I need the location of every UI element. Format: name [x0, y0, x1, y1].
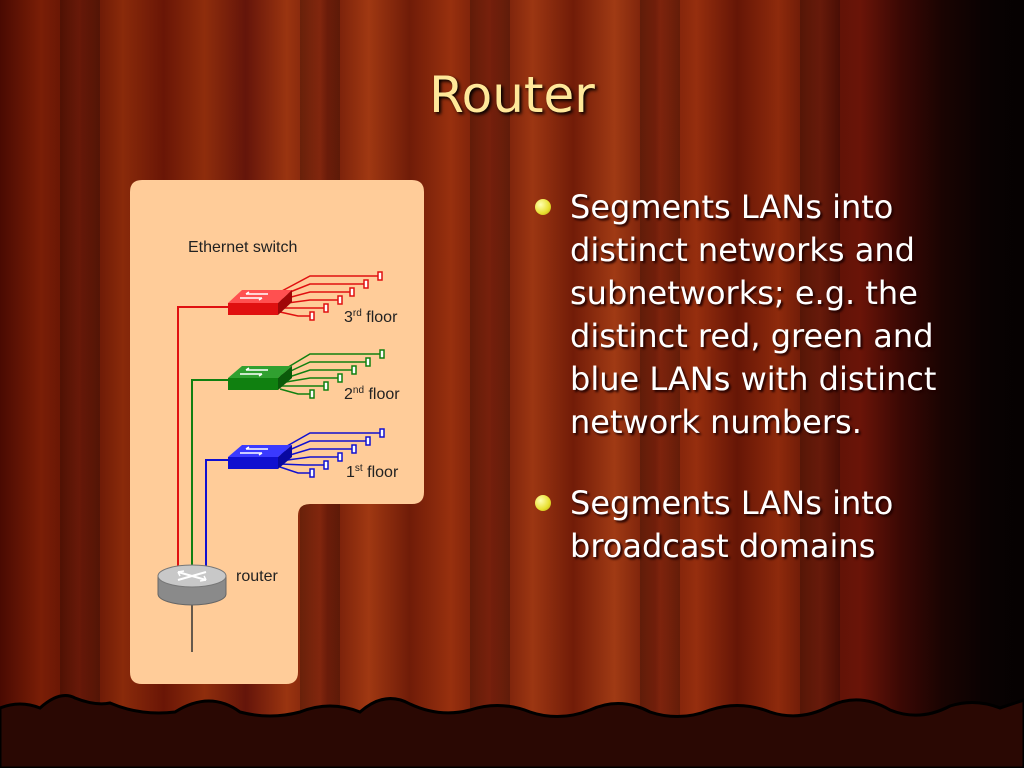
diagram-shape	[240, 291, 268, 301]
diagram-shape	[240, 367, 268, 377]
diagram-shape	[309, 468, 315, 478]
curtain-fold	[60, 0, 100, 768]
diagram-shape	[365, 436, 371, 446]
diagram-shape	[279, 311, 312, 317]
diagram-shape	[279, 456, 340, 462]
diagram-shape	[240, 446, 268, 456]
diagram-shape	[177, 570, 207, 582]
diagram-shape	[228, 457, 278, 469]
curtain-fold	[800, 0, 840, 768]
diagram-shape	[228, 290, 292, 303]
diagram-shape	[279, 388, 312, 395]
diagram-shape	[228, 366, 292, 378]
bullet-icon	[535, 199, 551, 215]
diagram-shape	[278, 290, 292, 315]
router-label: router	[236, 568, 278, 585]
network-diagram: Ethernet switch	[130, 180, 424, 684]
diagram-shape	[323, 460, 329, 470]
diagram-shape	[228, 378, 278, 390]
diagram-shape	[351, 444, 357, 454]
diagram-shape	[323, 303, 329, 313]
bullet-item: Segments LANs into broadcast domains	[532, 482, 1002, 568]
diagram-shape	[379, 428, 385, 438]
diagram-shape	[177, 571, 207, 581]
red-port-ends	[309, 271, 383, 321]
diagram-shape	[279, 466, 312, 474]
green-uplink	[191, 379, 230, 572]
bullet-text: Segments LANs into broadcast domains	[570, 484, 894, 565]
blue-uplink	[205, 459, 230, 572]
diagram-shape	[279, 463, 326, 466]
curtain-fold	[470, 0, 510, 768]
floor-label-3: 3rd floor	[344, 308, 398, 326]
blue-switch-icon	[228, 445, 292, 469]
blue-port-ends	[309, 428, 385, 478]
diagram-shape	[363, 279, 369, 289]
ethernet-switch-label: Ethernet switch	[188, 239, 297, 256]
bullet-item: Segments LANs into distinct networks and…	[532, 186, 1002, 444]
diagram-shape	[228, 303, 278, 315]
diagram-shape	[279, 432, 382, 451]
bullet-icon	[535, 495, 551, 511]
red-switch-icon	[228, 290, 292, 315]
bullet-list: Segments LANs into distinct networks and…	[532, 186, 1002, 568]
diagram-shape	[228, 445, 292, 457]
diagram-shape	[0, 694, 1024, 768]
floor-label-2: 2nd floor	[344, 385, 400, 403]
router-icon	[157, 564, 227, 652]
diagram-shape	[279, 377, 340, 384]
diagram-shape	[337, 452, 343, 462]
diagram-shape	[337, 373, 343, 383]
diagram-shape	[365, 357, 371, 367]
green-switch-icon	[228, 366, 292, 390]
diagram-shape	[351, 365, 357, 375]
diagram-shape	[377, 271, 383, 281]
floor-label-1: 1st floor	[346, 463, 399, 481]
diagram-shape	[309, 311, 315, 321]
red-uplink	[177, 306, 230, 572]
diagram-shape	[379, 349, 385, 359]
green-port-ends	[309, 349, 385, 399]
slide-title: Router	[429, 66, 595, 124]
diagram-shape	[278, 366, 292, 390]
diagram-shape	[337, 295, 343, 305]
diagram-shape	[323, 381, 329, 391]
diagram-shape	[309, 389, 315, 399]
bullet-text: Segments LANs into distinct networks and…	[570, 188, 937, 441]
curtain-fold	[640, 0, 680, 768]
diagram-shape	[279, 275, 380, 293]
diagram-shape	[278, 445, 292, 469]
diagram-shape	[349, 287, 355, 297]
